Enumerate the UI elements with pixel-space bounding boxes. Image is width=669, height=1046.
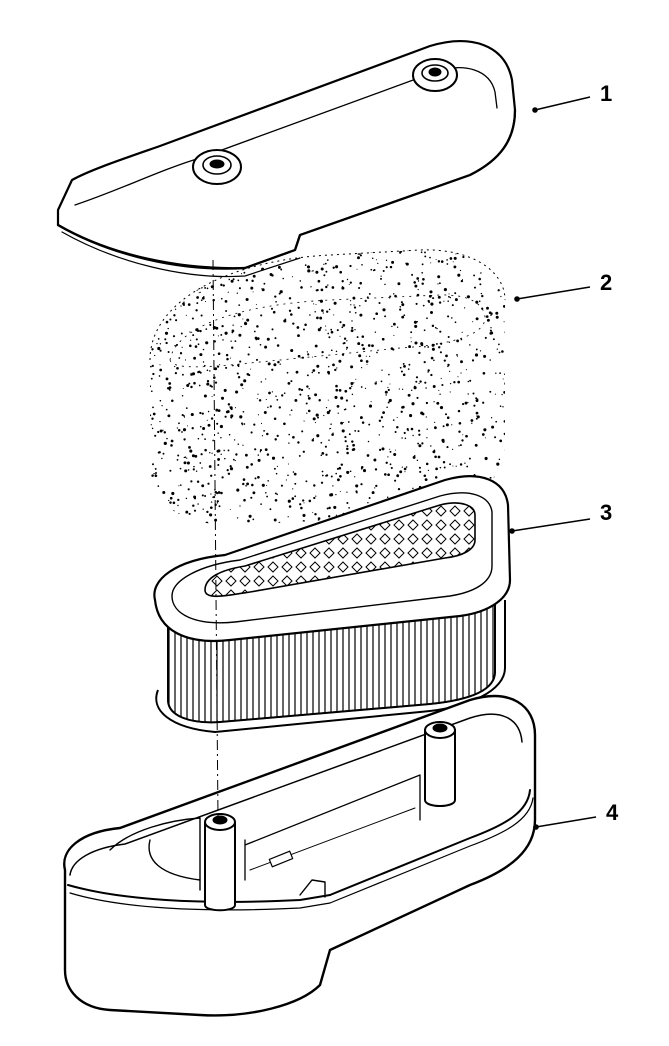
- alignment-line: [212, 259, 219, 819]
- callout-3: 3: [600, 500, 613, 525]
- leader-lines: [509, 96, 597, 830]
- cover: [56, 40, 517, 278]
- callout-4: 4: [606, 800, 619, 825]
- callout-2: 2: [600, 270, 613, 295]
- callout-1: 1: [600, 81, 613, 106]
- paper-filter-element: [153, 475, 512, 733]
- base: [63, 695, 537, 1017]
